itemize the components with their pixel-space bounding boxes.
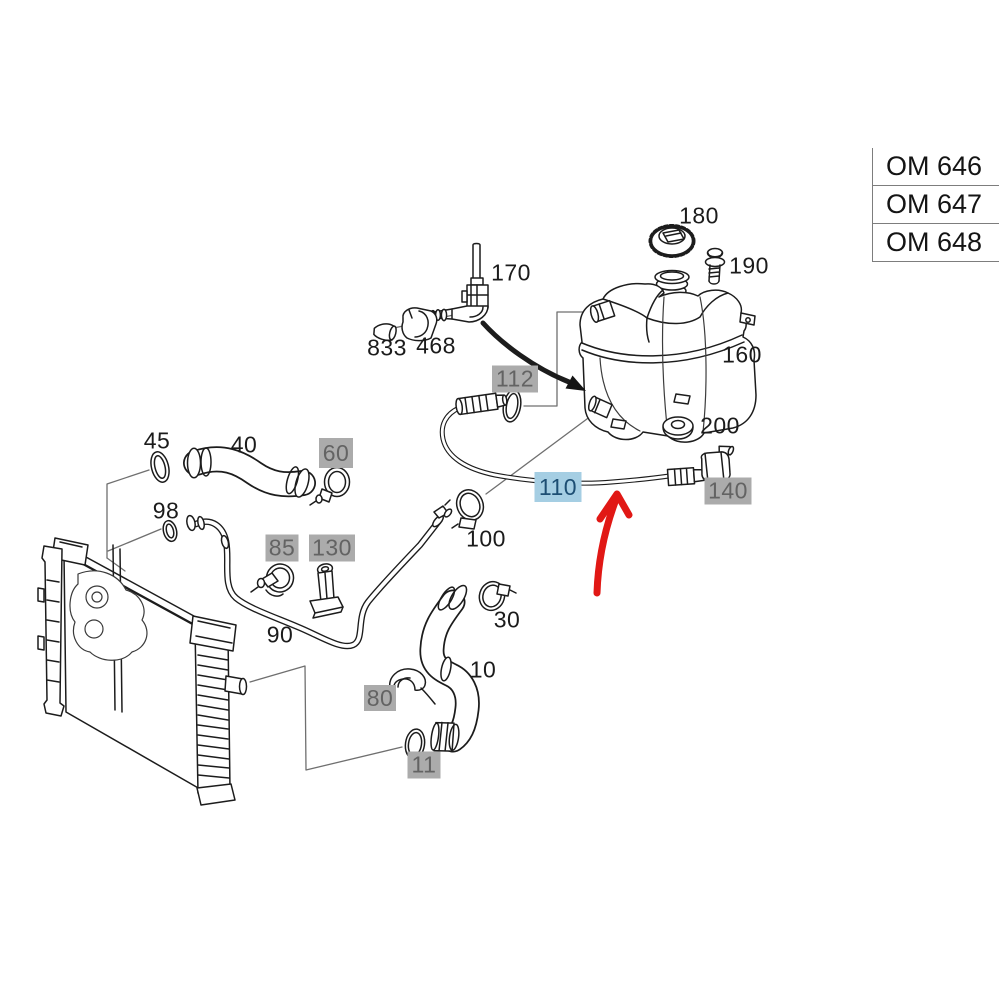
callout-badge-85[interactable]: 85	[265, 534, 299, 562]
callout-badge-60[interactable]: 60	[319, 438, 353, 468]
callout-190: 190	[729, 252, 769, 279]
callout-180: 180	[679, 202, 719, 229]
callout-badge-140[interactable]: 140	[704, 477, 752, 505]
black-arrow	[480, 320, 586, 391]
callout-45: 45	[143, 427, 171, 454]
vent-hose-110	[439, 392, 711, 487]
screw-190	[704, 247, 726, 285]
callout-badge-80[interactable]: 80	[364, 685, 396, 711]
engine-code-row-om648[interactable]: OM 648	[873, 224, 999, 262]
cap-180	[648, 224, 696, 258]
callout-badge-130[interactable]: 130	[309, 534, 355, 562]
clamp-60	[309, 466, 351, 506]
callout-40: 40	[230, 431, 258, 458]
o-ring-45	[150, 451, 170, 483]
clamp-100	[451, 489, 485, 530]
hose-10	[419, 584, 480, 753]
callout-badge-110-highlighted[interactable]: 110	[534, 472, 582, 502]
pipe-90	[186, 499, 453, 650]
vent-valve-170	[430, 242, 489, 323]
clamp-85	[250, 563, 295, 597]
callout-170: 170	[491, 259, 531, 286]
connector-140	[700, 445, 735, 482]
callout-100: 100	[466, 525, 506, 552]
engine-code-row-om646[interactable]: OM 646	[873, 148, 999, 186]
bracket-130	[309, 563, 344, 619]
callout-badge-11[interactable]: 11	[407, 751, 441, 779]
red-arrow	[593, 490, 633, 597]
callout-10: 10	[469, 656, 497, 683]
grommet-200	[662, 416, 694, 440]
engine-code-row-om647[interactable]: OM 647	[873, 186, 999, 224]
callout-200: 200	[700, 412, 740, 439]
radiator	[37, 537, 248, 806]
callout-90: 90	[266, 621, 294, 648]
plug-833	[373, 323, 397, 342]
callout-160: 160	[722, 341, 762, 368]
callout-30: 30	[493, 606, 521, 633]
callout-833: 833	[367, 334, 407, 361]
engine-mount-sketch	[69, 570, 148, 661]
hose-40	[183, 446, 316, 498]
engine-code-table: OM 646 OM 647 OM 648	[872, 148, 999, 262]
callout-badge-112[interactable]: 112	[492, 365, 538, 393]
o-ring-98	[162, 519, 178, 543]
expansion-tank-160	[578, 269, 757, 443]
connector-468	[401, 307, 438, 342]
callout-468: 468	[416, 332, 456, 359]
callout-98: 98	[152, 497, 180, 524]
clamp-30	[478, 580, 517, 612]
